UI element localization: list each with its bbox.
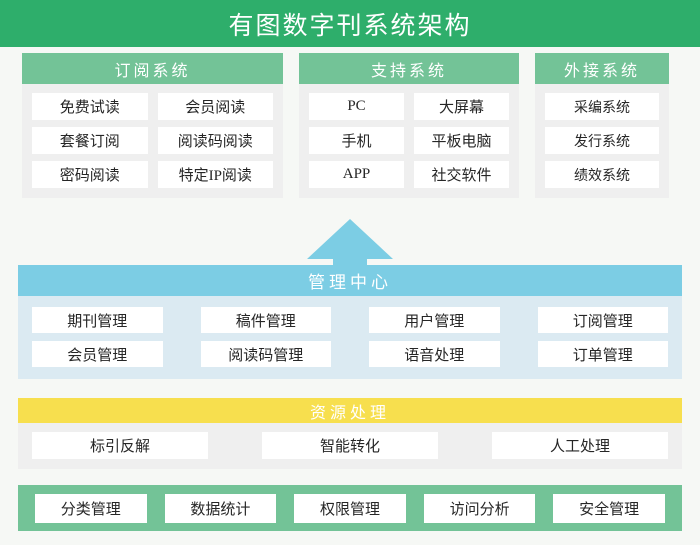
panel-item[interactable]: 发行系统 bbox=[545, 127, 659, 154]
panel-item[interactable]: 采编系统 bbox=[545, 93, 659, 120]
panel-item[interactable]: 密码阅读 bbox=[32, 161, 148, 188]
panel-item[interactable]: 阅读码阅读 bbox=[157, 127, 273, 154]
panel-body-external: 采编系统 发行系统 绩效系统 bbox=[535, 84, 669, 198]
panel-row: 免费试读 会员阅读 bbox=[32, 93, 273, 120]
management-item[interactable]: 期刊管理 bbox=[32, 307, 163, 333]
panel-row: 密码阅读 特定IP阅读 bbox=[32, 161, 273, 188]
panel-external-system: 外接系统 采编系统 发行系统 绩效系统 bbox=[535, 53, 669, 198]
page-title: 有图数字刊系统架构 bbox=[228, 12, 472, 40]
panel-item[interactable]: 特定IP阅读 bbox=[157, 161, 273, 188]
management-center-body: 期刊管理 稿件管理 用户管理 订阅管理 会员管理 阅读码管理 语音处理 订单管理 bbox=[18, 296, 682, 379]
management-item[interactable]: 语音处理 bbox=[369, 341, 500, 367]
management-item[interactable]: 订单管理 bbox=[537, 341, 668, 367]
panel-row: 发行系统 bbox=[545, 127, 659, 154]
panel-body-support: PC 大屏幕 手机 平板电脑 APP 社交软件 bbox=[299, 84, 519, 198]
panel-item[interactable]: 社交软件 bbox=[414, 161, 509, 188]
bottom-item[interactable]: 访问分析 bbox=[423, 493, 536, 523]
panel-item[interactable]: APP bbox=[309, 161, 404, 188]
panel-item[interactable]: 手机 bbox=[309, 127, 404, 154]
panel-header-subscription: 订阅系统 bbox=[22, 53, 283, 84]
panel-header-external: 外接系统 bbox=[535, 53, 669, 84]
management-item[interactable]: 订阅管理 bbox=[537, 307, 668, 333]
panel-row: 绩效系统 bbox=[545, 161, 659, 188]
up-arrow-icon bbox=[307, 219, 393, 267]
panel-row: PC 大屏幕 bbox=[309, 93, 509, 120]
bottom-item[interactable]: 安全管理 bbox=[553, 493, 665, 523]
bottom-item[interactable]: 分类管理 bbox=[35, 493, 147, 523]
panel-item[interactable]: 免费试读 bbox=[32, 93, 148, 120]
management-row: 期刊管理 稿件管理 用户管理 订阅管理 bbox=[32, 307, 668, 333]
management-center-section: 管理中心 期刊管理 稿件管理 用户管理 订阅管理 会员管理 阅读码管理 语音处理… bbox=[18, 265, 682, 379]
panel-subscription-system: 订阅系统 免费试读 会员阅读 套餐订阅 阅读码阅读 密码阅读 特定IP阅读 bbox=[22, 53, 283, 198]
bottom-item[interactable]: 数据统计 bbox=[164, 493, 277, 523]
resource-processing-header: 资源处理 bbox=[18, 398, 682, 423]
panel-row: 套餐订阅 阅读码阅读 bbox=[32, 127, 273, 154]
resource-item[interactable]: 智能转化 bbox=[262, 432, 438, 459]
panel-item[interactable]: PC bbox=[309, 93, 404, 120]
resource-item[interactable]: 人工处理 bbox=[492, 432, 668, 459]
panel-row: 采编系统 bbox=[545, 93, 659, 120]
top-panels-row: 订阅系统 免费试读 会员阅读 套餐订阅 阅读码阅读 密码阅读 特定IP阅读 支持… bbox=[0, 53, 700, 216]
management-center-header: 管理中心 bbox=[18, 265, 682, 296]
panel-item[interactable]: 绩效系统 bbox=[545, 161, 659, 188]
bottom-item[interactable]: 权限管理 bbox=[294, 493, 406, 523]
panel-body-subscription: 免费试读 会员阅读 套餐订阅 阅读码阅读 密码阅读 特定IP阅读 bbox=[22, 84, 283, 198]
panel-item[interactable]: 大屏幕 bbox=[414, 93, 509, 120]
management-row: 会员管理 阅读码管理 语音处理 订单管理 bbox=[32, 341, 668, 367]
management-item[interactable]: 用户管理 bbox=[369, 307, 500, 333]
panel-item[interactable]: 会员阅读 bbox=[157, 93, 273, 120]
bottom-services-bar: 分类管理 数据统计 权限管理 访问分析 安全管理 bbox=[18, 485, 682, 531]
panel-row: APP 社交软件 bbox=[309, 161, 509, 188]
diagram-title-bar: 有图数字刊系统架构 bbox=[0, 0, 700, 47]
management-item[interactable]: 阅读码管理 bbox=[200, 341, 331, 367]
management-item[interactable]: 会员管理 bbox=[32, 341, 163, 367]
panel-item[interactable]: 平板电脑 bbox=[414, 127, 509, 154]
resource-processing-body: 标引反解 智能转化 人工处理 bbox=[18, 423, 682, 469]
management-item[interactable]: 稿件管理 bbox=[200, 307, 331, 333]
panel-header-support: 支持系统 bbox=[299, 53, 519, 84]
resource-item[interactable]: 标引反解 bbox=[32, 432, 208, 459]
resource-processing-section: 资源处理 标引反解 智能转化 人工处理 bbox=[18, 398, 682, 469]
panel-item[interactable]: 套餐订阅 bbox=[32, 127, 148, 154]
panel-support-system: 支持系统 PC 大屏幕 手机 平板电脑 APP 社交软件 bbox=[299, 53, 519, 198]
panel-row: 手机 平板电脑 bbox=[309, 127, 509, 154]
